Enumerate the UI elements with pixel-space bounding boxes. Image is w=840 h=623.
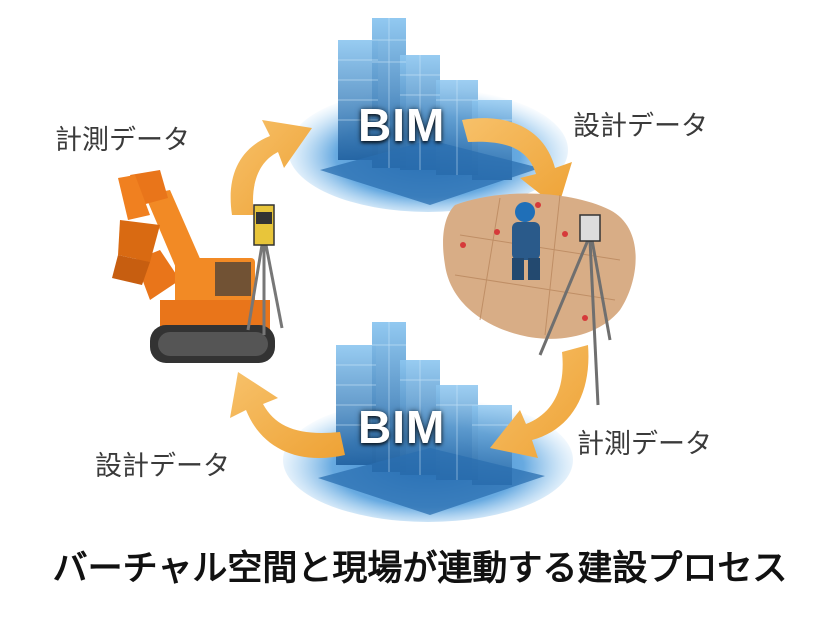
surveying-instrument-left [246, 204, 284, 335]
arrow-top-right [462, 118, 572, 208]
label-design-data-bottom: 設計データ [95, 451, 230, 482]
surveying-instrument-right [538, 214, 612, 406]
survey-markers [460, 202, 588, 321]
label-design-data-top: 設計データ [573, 111, 708, 142]
label-measurement-data-bottom: 計測データ [577, 429, 712, 460]
arrow-bottom-left [230, 372, 345, 458]
label-measurement-data-top: 計測データ [55, 125, 190, 156]
bim-label-top: BIM [358, 99, 446, 151]
bim-label-bottom: BIM [358, 401, 446, 453]
construction-site-illustration [443, 193, 636, 406]
diagram-caption: バーチャル空間と現場が連動する建設プロセス [52, 549, 788, 589]
arrow-bottom-right [490, 345, 589, 458]
arrow-top-left [230, 120, 312, 215]
surveyor-worker [512, 202, 540, 280]
bim-building-top [288, 18, 568, 212]
